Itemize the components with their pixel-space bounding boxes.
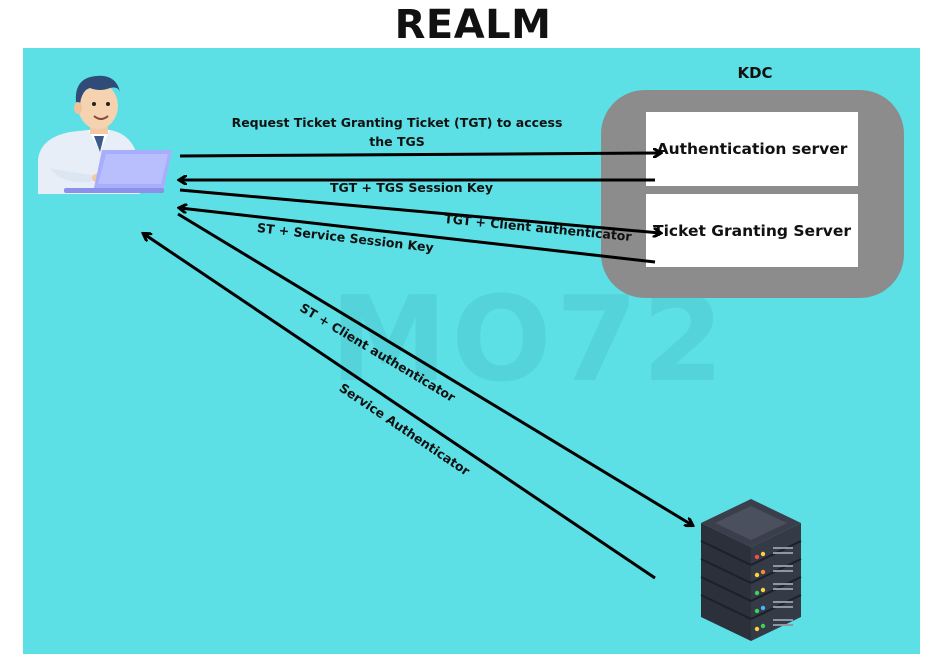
arrow-tgt-client-auth [179, 188, 660, 233]
arrow-st-client-auth [177, 212, 692, 525]
label-request-tgt: Request Ticket Granting Ticket (TGT) to … [231, 115, 563, 149]
arrow-service-authenticator [144, 234, 656, 580]
arrow-request-tgt [179, 153, 660, 156]
server-rack-icon [700, 499, 802, 641]
ticket-granting-server-box: Ticket Granting Server [646, 194, 858, 267]
label-tgt-session-key: TGT + TGS Session Key [330, 180, 493, 195]
diagram-title: REALM [394, 2, 552, 48]
arrow-st-service-key [180, 208, 656, 264]
authentication-server-box: Authentication server [646, 112, 858, 186]
kdc-label: KDC [737, 64, 773, 82]
user-laptop-icon [38, 75, 172, 194]
